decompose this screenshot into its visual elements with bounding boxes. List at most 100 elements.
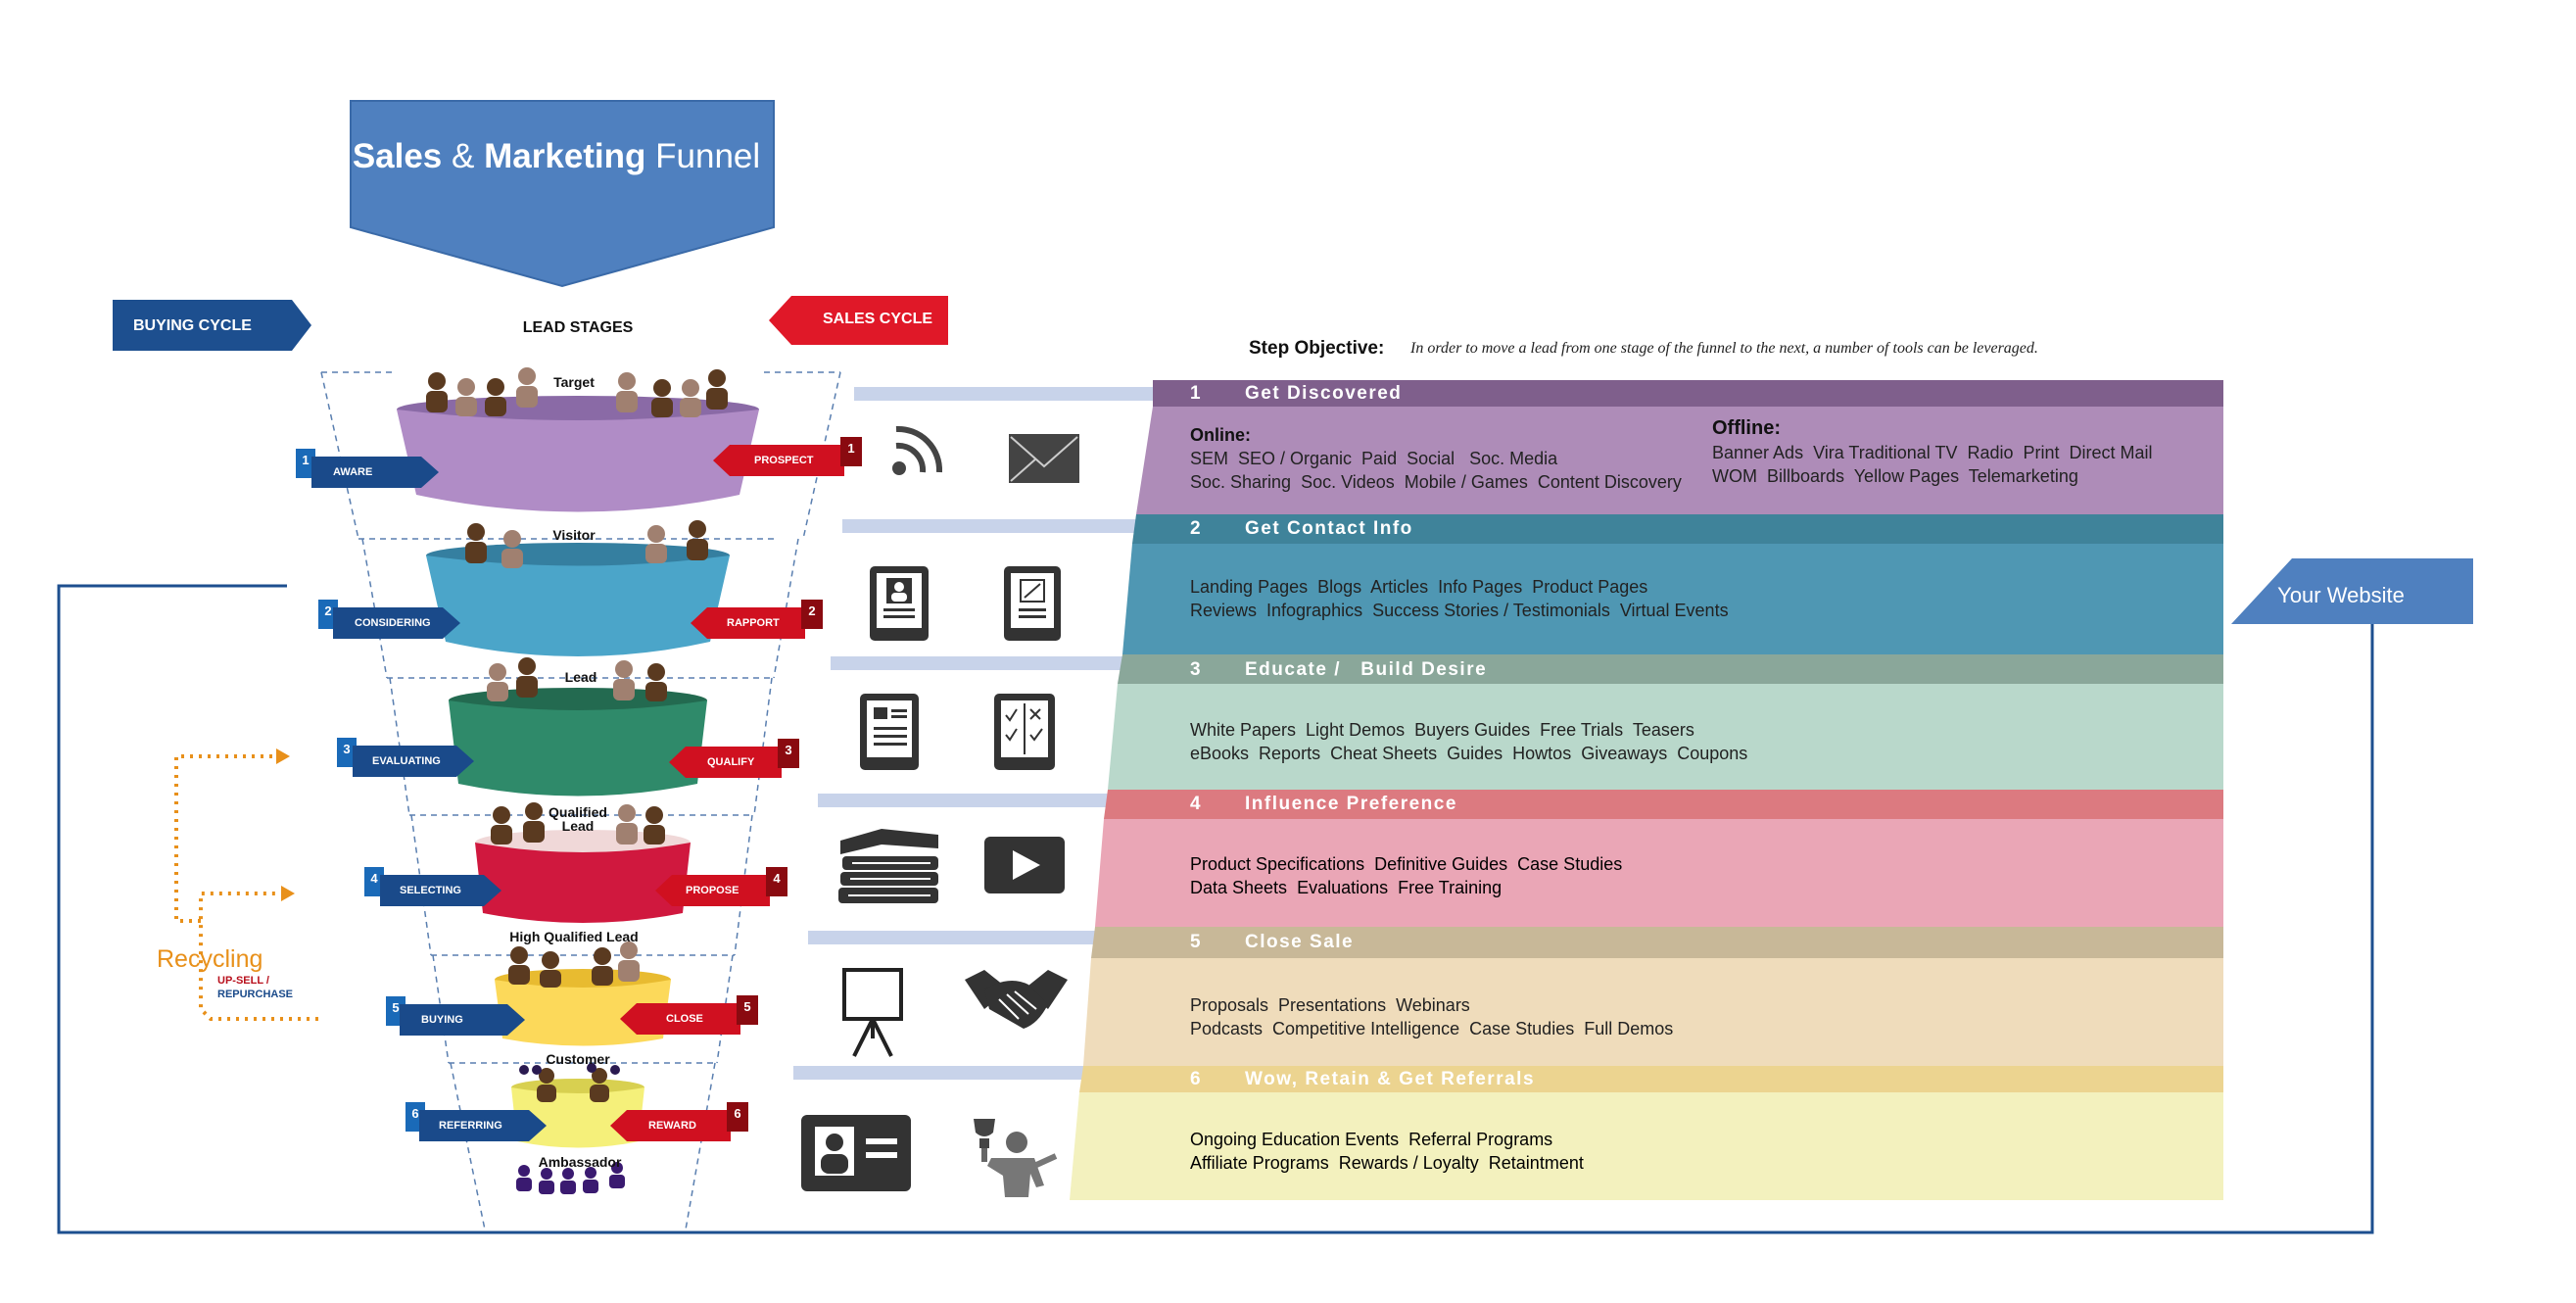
- step-4-number: 4: [1190, 794, 1203, 814]
- stage-name-target: Target: [553, 374, 595, 390]
- step-5-number: 5: [1190, 932, 1203, 952]
- sales-tag-5-label: CLOSE: [666, 1013, 703, 1025]
- sales-cycle-label: SALES CYCLE: [823, 311, 933, 327]
- step-objective-label: Step Objective:: [1249, 338, 1385, 359]
- your-website-tag: [2231, 558, 2473, 624]
- step-6-number: 6: [1190, 1069, 1203, 1089]
- stage-name-qualified-line1: Qualified: [549, 804, 607, 820]
- step-6-header: 6 Wow, Retain & Get Referrals: [1190, 1069, 1535, 1090]
- title-part-funnel: Funnel: [655, 137, 761, 175]
- page-title: Sales & Marketing Funnel: [351, 137, 762, 176]
- sales-tag-4: [655, 867, 787, 906]
- step-bands: [1070, 380, 2223, 1200]
- step-6-title: Wow, Retain & Get Referrals: [1245, 1069, 1536, 1089]
- step-1-title: Get Discovered: [1245, 383, 1403, 404]
- buying-tag-1: [296, 449, 439, 488]
- sales-tag-3: [669, 739, 799, 778]
- stage-name-high-qualified-lead: High Qualified Lead: [509, 929, 639, 944]
- contact-card-icon: [870, 566, 929, 641]
- step-objective-text: In order to move a lead from one stage o…: [1410, 340, 2038, 357]
- buying-tag-4: [364, 867, 501, 906]
- funnel-segment-lead: [449, 688, 707, 796]
- buying-tag-3: [337, 738, 474, 777]
- sales-tag-2: [691, 600, 823, 639]
- presentation-board-icon: [842, 968, 903, 1057]
- buying-tag-3-number: 3: [343, 742, 351, 756]
- step-1-online-line1: SEM SEO / Organic Paid Social Soc. Media: [1190, 449, 1558, 468]
- stage-name-ambassador: Ambassador: [538, 1154, 622, 1170]
- sales-tags: [610, 437, 862, 1141]
- step-1-header: 1 Get Discovered: [1190, 383, 1402, 405]
- step-2-line2: Reviews Infographics Success Stories / T…: [1190, 601, 1729, 620]
- step-3-line2: eBooks Reports Cheat Sheets Guides Howto…: [1190, 744, 1748, 763]
- people-visitor-group: [465, 520, 708, 568]
- id-card-icon: [801, 1115, 911, 1191]
- step-4-title: Influence Preference: [1245, 794, 1457, 814]
- step-1-number: 1: [1190, 383, 1203, 404]
- sales-tag-2-number: 2: [808, 603, 816, 618]
- step-6-line1: Ongoing Education Events Referral Progra…: [1190, 1130, 1553, 1149]
- title-ampersand: &: [452, 137, 475, 175]
- step-6-line2: Affiliate Programs Rewards / Loyalty Ret…: [1190, 1153, 1584, 1173]
- step-3-line1: White Papers Light Demos Buyers Guides F…: [1190, 720, 1694, 740]
- step-2-header-band: [1132, 514, 2223, 544]
- title-part-marketing: Marketing: [484, 137, 646, 175]
- handshake-icon: [965, 970, 1068, 1029]
- sales-tag-2-label: RAPPORT: [727, 617, 780, 629]
- step-6-header-band: [1079, 1066, 2223, 1092]
- upsell-label: UP-SELL /: [217, 975, 269, 987]
- buying-tag-6: [405, 1102, 547, 1141]
- video-play-icon: [984, 837, 1065, 893]
- document-icon: [860, 694, 919, 770]
- buying-tag-2: [318, 600, 460, 639]
- step-3-number: 3: [1190, 659, 1203, 680]
- step-5-header-band: [1091, 927, 2223, 958]
- stage-name-visitor: Visitor: [552, 527, 596, 543]
- step-4-header: 4 Influence Preference: [1190, 794, 1457, 815]
- step-2-body-band: [1122, 544, 2223, 654]
- step-1-online-label: Online:: [1190, 425, 1251, 445]
- buying-tag-5-label: BUYING: [421, 1014, 463, 1026]
- step-1-header-band: [1153, 380, 2223, 407]
- checklist-icon: [994, 694, 1055, 770]
- sales-tag-6-label: REWARD: [648, 1120, 696, 1132]
- step-2-title: Get Contact Info: [1245, 518, 1413, 539]
- buying-tag-4-label: SELECTING: [400, 885, 461, 896]
- recycling-label: Recycling: [157, 945, 263, 973]
- repurchase-label: REPURCHASE: [217, 989, 294, 1000]
- buying-tag-2-number: 2: [324, 603, 332, 618]
- step-5-line1: Proposals Presentations Webinars: [1190, 995, 1470, 1015]
- buying-tag-1-label: AWARE: [333, 466, 373, 478]
- recycling-arrowhead-lower: [276, 748, 290, 764]
- sales-tag-5-number: 5: [743, 999, 751, 1014]
- envelope-icon: [1009, 434, 1079, 483]
- buying-tag-1-number: 1: [302, 453, 310, 467]
- people-ambassador-group: [516, 1162, 625, 1194]
- step-1-online-tools: SEM SEO / Organic Paid Social Soc. Media…: [1190, 447, 1682, 494]
- step-4-line2: Data Sheets Evaluations Free Training: [1190, 878, 1503, 897]
- step-1-online-line2: Soc. Sharing Soc. Videos Mobile / Games …: [1190, 472, 1682, 492]
- step-1-offline-tools: Banner Ads Vira Traditional TV Radio Pri…: [1712, 441, 2153, 488]
- buying-tag-5-number: 5: [392, 1000, 400, 1015]
- step-6-tools: Ongoing Education Events Referral Progra…: [1190, 1128, 1584, 1175]
- sales-tag-1-label: PROSPECT: [754, 455, 814, 466]
- sales-cycle-arrow: [769, 296, 948, 345]
- step-5-body-band: [1083, 958, 2223, 1066]
- books-icon: [838, 829, 938, 903]
- connector-bars: [793, 387, 1153, 1080]
- buying-tag-5: [386, 996, 525, 1036]
- stage-name-qualified-lead: Qualified Lead: [480, 805, 676, 833]
- people-high-qualified-group: [508, 941, 640, 988]
- people-customer-group: [519, 1063, 620, 1102]
- step-3-body-band: [1108, 684, 2223, 790]
- trophy-person-icon: [974, 1119, 1058, 1197]
- step-5-title: Close Sale: [1245, 932, 1355, 952]
- stage-name-customer: Customer: [546, 1051, 610, 1067]
- step-1-offline-label: Offline:: [1712, 417, 1781, 439]
- step-4-header-band: [1104, 790, 2223, 819]
- step-2-line1: Landing Pages Blogs Articles Info Pages …: [1190, 577, 1648, 597]
- step-3-header-band: [1118, 654, 2223, 684]
- step-6-body-band: [1070, 1092, 2223, 1200]
- sales-tag-1: [713, 437, 862, 476]
